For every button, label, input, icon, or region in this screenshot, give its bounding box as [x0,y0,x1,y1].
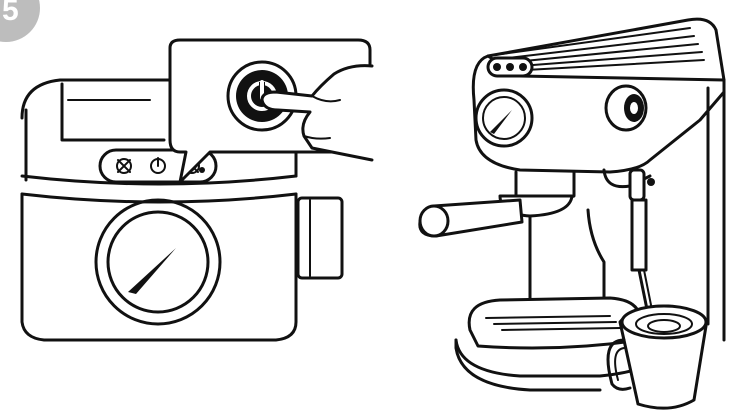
power-button-closeup [22,40,372,340]
portafilter-icon [420,196,572,236]
pressure-gauge-icon [476,90,532,146]
top-buttons [488,58,532,76]
milk-pitcher-icon [608,306,706,408]
step-badge: 5 [0,0,40,42]
step-number: 5 [2,0,19,27]
drip-tray [456,298,650,390]
control-knob-icon [298,198,342,278]
espresso-machine-steaming [420,19,724,408]
control-knob-icon [606,86,646,130]
pressure-gauge-icon [96,200,220,324]
